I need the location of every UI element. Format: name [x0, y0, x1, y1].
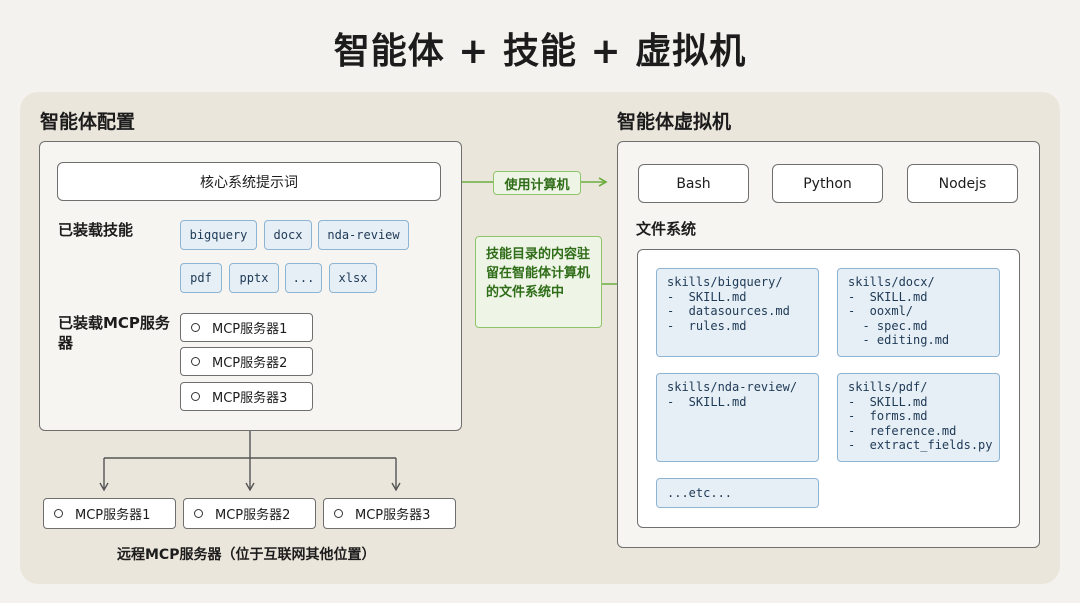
skill-chip-bigquery: bigquery [180, 220, 257, 250]
use-computer-label: 使用计算机 [493, 171, 581, 195]
skill-chip-more: ... [285, 263, 322, 293]
mcp-label: 已装载MCP服务器 [58, 314, 170, 352]
folder-etc: ...etc... [656, 478, 819, 508]
skill-chip-pdf: pdf [180, 263, 222, 293]
folder-pdf: skills/pdf/- SKILL.md- forms.md- referen… [837, 373, 1000, 462]
circle-icon [191, 392, 200, 401]
circle-icon [194, 509, 203, 518]
skill-chip-docx: docx [264, 220, 312, 250]
remote-mcp-server-1: MCP服务器1 [43, 498, 176, 529]
agent-config-heading: 智能体配置 [40, 111, 136, 133]
mcp-server-2: MCP服务器2 [180, 347, 313, 376]
vm-heading: 智能体虚拟机 [617, 111, 732, 133]
filesystem-label: 文件系统 [636, 220, 697, 238]
page-title: 智能体 + 技能 + 虚拟机 [333, 31, 747, 72]
skill-chip-pptx: pptx [229, 263, 279, 293]
folder-docx: skills/docx/- SKILL.md- ooxml/ - spec.md… [837, 268, 1000, 357]
folder-nda-review: skills/nda-review/- SKILL.md [656, 373, 819, 462]
system-prompt-box: 核心系统提示词 [57, 162, 441, 201]
runtime-python: Python [772, 164, 883, 203]
runtime-nodejs: Nodejs [907, 164, 1018, 203]
skills-dir-note: 技能目录的内容驻留在智能体计算机的文件系统中 [475, 236, 602, 328]
circle-icon [334, 509, 343, 518]
remote-mcp-server-3: MCP服务器3 [323, 498, 456, 529]
skills-label: 已装载技能 [58, 221, 134, 239]
runtime-bash: Bash [638, 164, 749, 203]
circle-icon [54, 509, 63, 518]
folder-bigquery: skills/bigquery/- SKILL.md- datasources.… [656, 268, 819, 357]
remote-mcp-server-2: MCP服务器2 [183, 498, 316, 529]
circle-icon [191, 323, 200, 332]
mcp-server-3: MCP服务器3 [180, 382, 313, 411]
mcp-server-1: MCP服务器1 [180, 313, 313, 342]
circle-icon [191, 357, 200, 366]
remote-caption: 远程MCP服务器（位于互联网其他位置） [117, 547, 376, 563]
skill-chip-xlsx: xlsx [329, 263, 377, 293]
skill-chip-nda-review: nda-review [318, 220, 409, 250]
